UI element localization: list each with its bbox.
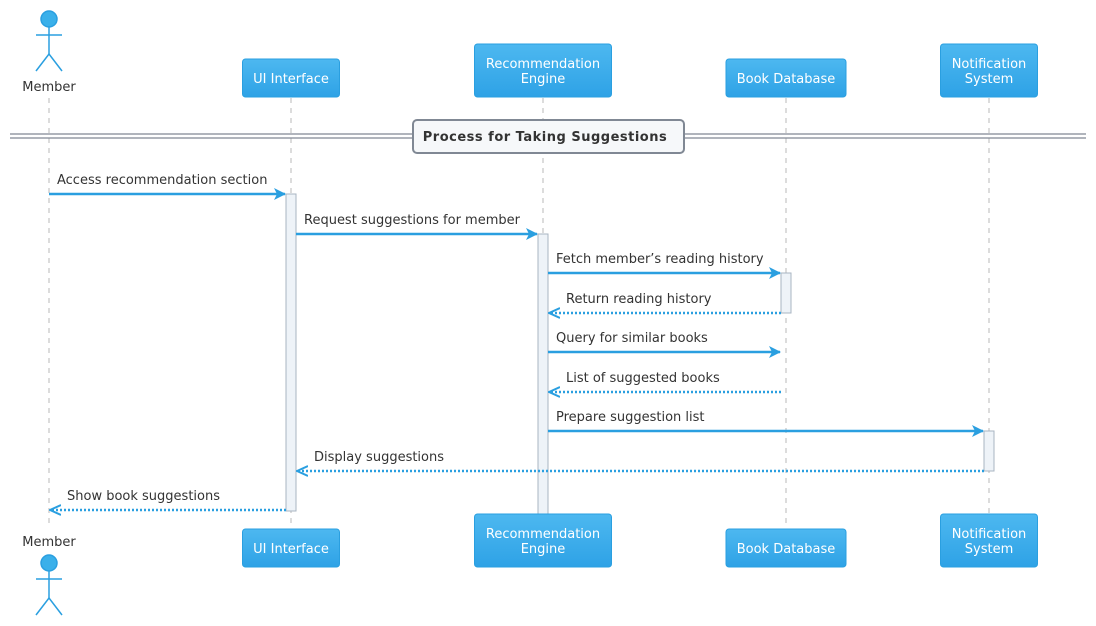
participant-box-bg xyxy=(474,513,612,568)
participant-box-bg xyxy=(940,43,1038,98)
participant-ui-top: UI Interface xyxy=(242,58,340,98)
participant-db-bottom: Book Database xyxy=(725,528,847,568)
activation-engine xyxy=(537,233,549,521)
actor-member-top: Member xyxy=(22,10,76,95)
activation-db xyxy=(780,272,792,314)
participant-label: System xyxy=(965,72,1013,87)
activation-ui xyxy=(285,193,297,512)
message-label-5: Query for similar books xyxy=(556,331,708,346)
participant-label: Engine xyxy=(521,542,566,557)
participant-label: System xyxy=(965,542,1013,557)
divider-title: Process for Taking Suggestions xyxy=(423,130,667,145)
divider-box xyxy=(412,119,685,154)
participant-ui-bottom: UI Interface xyxy=(242,528,340,568)
activation-notify xyxy=(983,430,995,472)
participant-box-bg xyxy=(474,43,612,98)
participant-box-bg xyxy=(940,513,1038,568)
message-label-4: Return reading history xyxy=(566,292,712,307)
participant-db-top: Book Database xyxy=(725,58,847,98)
participant-label: Recommendation xyxy=(486,527,600,542)
participant-label: Recommendation xyxy=(486,57,600,72)
participant-box-bg xyxy=(725,58,847,98)
message-label-9: Show book suggestions xyxy=(67,489,220,504)
message-label-1: Access recommendation section xyxy=(57,173,267,188)
participant-box-bg xyxy=(242,58,340,98)
actor-member-bottom: Member xyxy=(22,535,76,616)
actor-head-icon xyxy=(40,10,58,28)
actor-label: Member xyxy=(22,80,76,95)
actor-legs xyxy=(35,596,63,616)
message-label-8: Display suggestions xyxy=(314,450,444,465)
participant-box-bg xyxy=(725,528,847,568)
participant-label: Book Database xyxy=(737,72,836,87)
participant-label: Notification xyxy=(952,57,1027,72)
message-label-6: List of suggested books xyxy=(566,371,720,386)
actor-head-icon xyxy=(40,554,58,572)
actor-label: Member xyxy=(22,535,76,550)
participant-box-bg xyxy=(242,528,340,568)
participant-label: Notification xyxy=(952,527,1027,542)
participant-label: UI Interface xyxy=(253,72,329,87)
message-label-7: Prepare suggestion list xyxy=(556,410,705,425)
participant-label: Book Database xyxy=(737,542,836,557)
participant-label: UI Interface xyxy=(253,542,329,557)
actor-legs xyxy=(35,52,63,72)
message-label-2: Request suggestions for member xyxy=(304,213,521,228)
participant-label: Engine xyxy=(521,72,566,87)
message-label-3: Fetch member’s reading history xyxy=(556,252,764,267)
